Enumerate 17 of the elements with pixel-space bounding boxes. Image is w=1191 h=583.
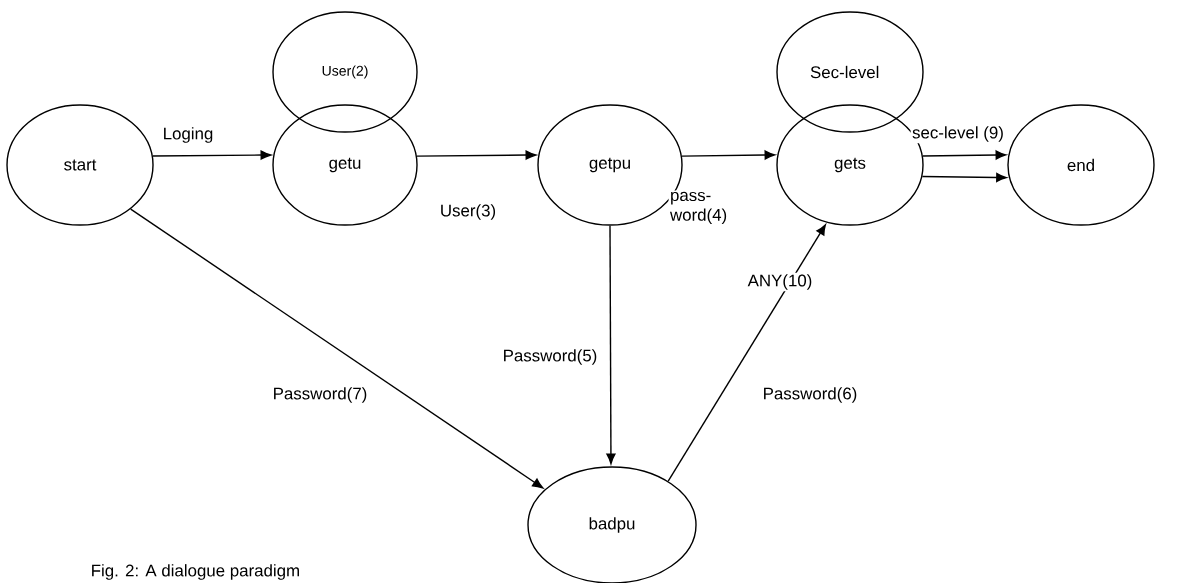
arrow xyxy=(416,150,537,160)
arrow xyxy=(130,208,544,489)
edge-label: User(3) xyxy=(438,202,498,222)
arrow xyxy=(152,150,272,160)
arrow xyxy=(922,150,1007,160)
edge-label: Password(6) xyxy=(761,385,859,405)
edge-label: sec-level (9) xyxy=(910,124,1006,144)
arrow xyxy=(921,172,1007,183)
edge-label: Loging xyxy=(161,125,215,145)
edge-label: Password(5) xyxy=(501,347,599,367)
edge-label: pass-word(4) xyxy=(668,190,732,226)
arrow xyxy=(606,225,616,465)
transition-label: ANY(10) xyxy=(746,272,814,292)
arrow xyxy=(667,224,827,482)
arrow xyxy=(681,150,776,160)
caption: Fig. 2: A dialogue paradigm xyxy=(92,564,299,580)
edge-label: Password(7) xyxy=(271,385,369,405)
